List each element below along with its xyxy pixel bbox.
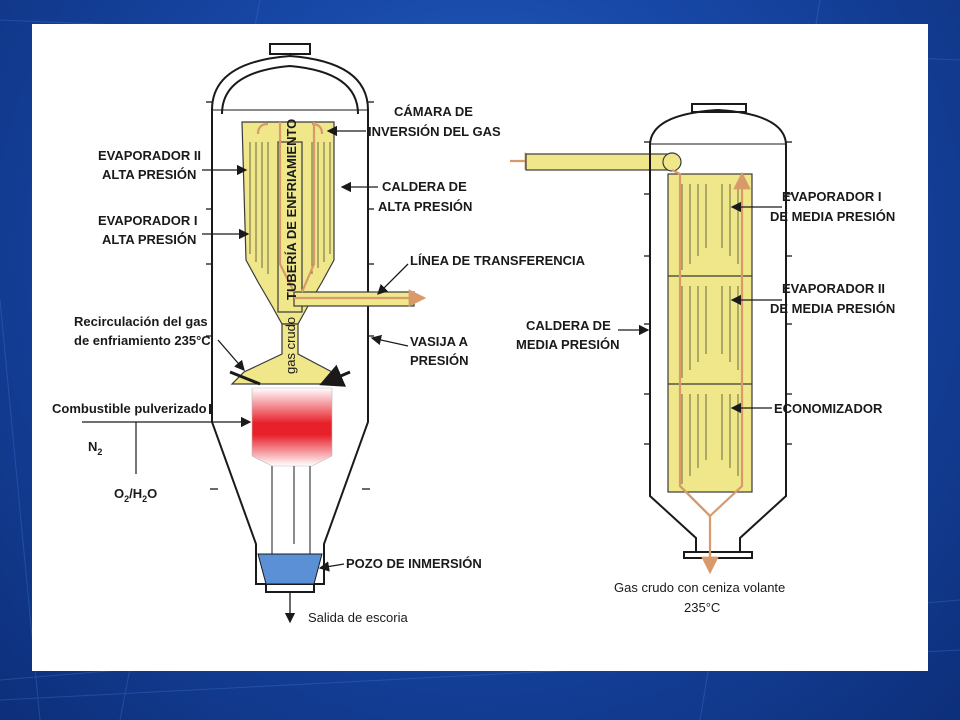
medium-pressure-heat-exchangers bbox=[667, 170, 752, 564]
label-vasija-l1: VASIJA A bbox=[410, 334, 469, 349]
label-tuberia-enfriamiento: TUBERÍA DE ENFRIAMIENTO bbox=[284, 119, 299, 300]
label-gas-out-l1: Gas crudo con ceniza volante bbox=[614, 580, 785, 595]
label-caldera-mp-l2: MEDIA PRESIÓN bbox=[516, 337, 620, 352]
transfer-duct bbox=[525, 153, 677, 171]
high-pressure-boiler bbox=[230, 121, 424, 385]
label-evap1-mp-l1: EVAPORADOR I bbox=[782, 189, 881, 204]
quench-pool bbox=[257, 553, 323, 585]
label-linea-transferencia: LÍNEA DE TRANSFERENCIA bbox=[410, 253, 586, 268]
label-pozo-inmersion: POZO DE INMERSIÓN bbox=[346, 556, 482, 571]
label-evap2-mp-l1: EVAPORADOR II bbox=[782, 281, 885, 296]
label-caldera-hp-l1: CALDERA DE bbox=[382, 179, 467, 194]
label-n2: N2 bbox=[88, 439, 102, 457]
label-recirculacion-l2: de enfriamiento 235°C bbox=[74, 333, 211, 348]
diagram-panel: CÁMARA DE INVERSIÓN DEL GAS EVAPORADOR I… bbox=[32, 24, 928, 671]
label-evap2-mp-l2: DE MEDIA PRESIÓN bbox=[770, 301, 895, 316]
label-vasija-l2: PRESIÓN bbox=[410, 353, 469, 368]
label-evap1-mp-l2: DE MEDIA PRESIÓN bbox=[770, 209, 895, 224]
label-recirculacion-l1: Recirculación del gas bbox=[74, 314, 208, 329]
label-combustible: Combustible pulverizado bbox=[52, 401, 207, 416]
label-camara-l1: CÁMARA DE bbox=[394, 104, 473, 119]
burner-flame bbox=[229, 372, 351, 554]
label-gas-out-l2: 235°C bbox=[684, 600, 720, 615]
label-gas-crudo: gas crudo bbox=[283, 317, 298, 374]
label-evap2-hp-l2: ALTA PRESIÓN bbox=[102, 167, 196, 182]
label-caldera-mp-l1: CALDERA DE bbox=[526, 318, 611, 333]
label-evap2-hp-l1: EVAPORADOR II bbox=[98, 148, 201, 163]
label-economizador: ECONOMIZADOR bbox=[774, 401, 883, 416]
label-salida-escoria: Salida de escoria bbox=[308, 610, 408, 625]
label-evap1-hp-l2: ALTA PRESIÓN bbox=[102, 232, 196, 247]
label-evap1-hp-l1: EVAPORADOR I bbox=[98, 213, 197, 228]
label-camara-l2: INVERSIÓN DEL GAS bbox=[368, 124, 501, 139]
gasifier-diagram: CÁMARA DE INVERSIÓN DEL GAS EVAPORADOR I… bbox=[52, 43, 895, 625]
label-caldera-hp-l2: ALTA PRESIÓN bbox=[378, 199, 472, 214]
label-o2-h2o: O2/H2O bbox=[114, 486, 157, 504]
